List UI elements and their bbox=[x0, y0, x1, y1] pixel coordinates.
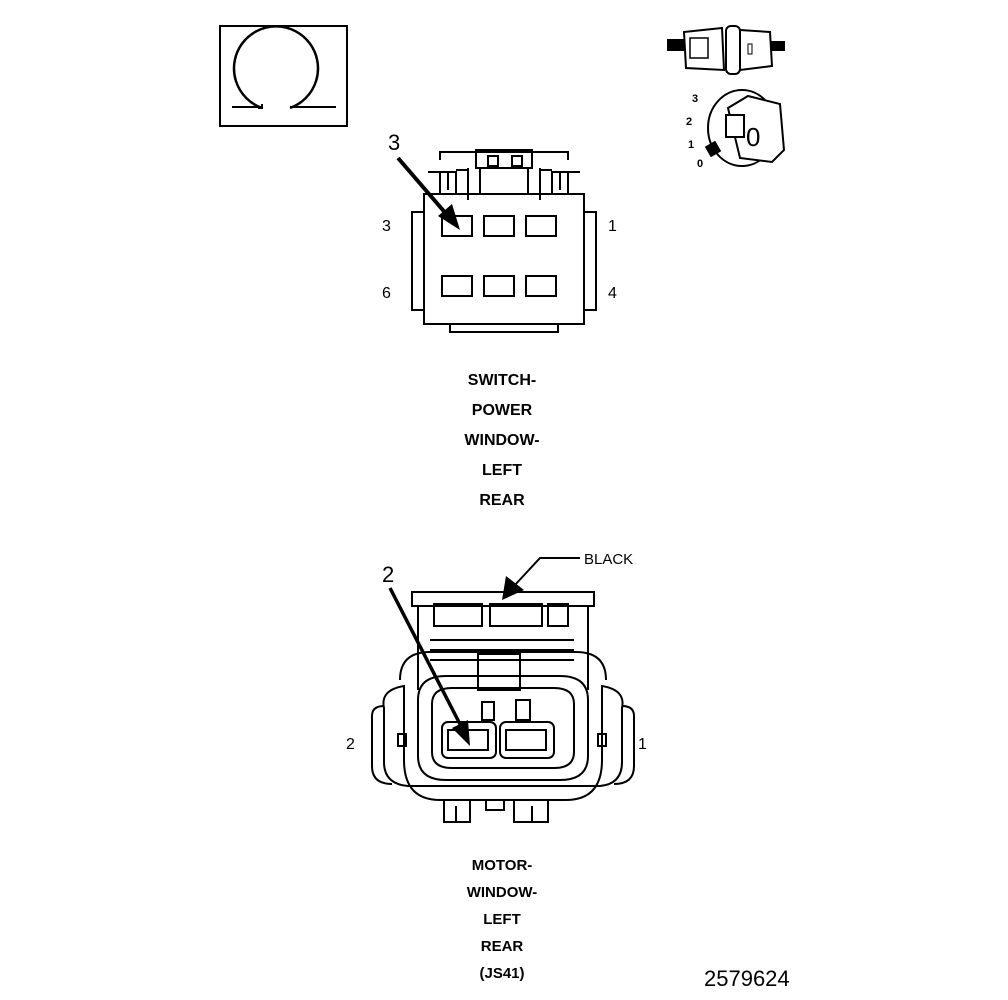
switch-title-line-1: SWITCH- bbox=[467, 372, 537, 389]
color-label-black: BLACK bbox=[584, 551, 634, 568]
callout-3-label: 3 bbox=[388, 130, 401, 155]
pin-label-4: 4 bbox=[608, 285, 617, 302]
motor-title-line-4: REAR bbox=[480, 938, 524, 955]
color-leader-arrow bbox=[502, 557, 580, 600]
switch-title-line-5: REAR bbox=[479, 492, 525, 509]
key-position-0: 0 bbox=[697, 158, 703, 170]
document-number: 2579624 bbox=[704, 966, 790, 991]
switch-connector bbox=[411, 149, 597, 333]
pin-label-2: 2 bbox=[346, 736, 355, 753]
motor-connector bbox=[371, 591, 635, 823]
motor-title-line-3: LEFT bbox=[483, 911, 521, 928]
motor-title-line-1: MOTOR- bbox=[471, 857, 533, 874]
switch-title-line-2: POWER bbox=[471, 402, 533, 419]
callout-arrow-2 bbox=[388, 587, 470, 746]
pin-label-3: 3 bbox=[382, 218, 391, 235]
ignition-key-icon bbox=[704, 89, 786, 167]
key-position-3: 3 bbox=[692, 93, 698, 105]
key-position-2: 2 bbox=[686, 116, 692, 128]
pin-label-1-motor: 1 bbox=[638, 736, 647, 753]
switch-connector-title: SWITCH- POWER WINDOW- LEFT REAR bbox=[420, 366, 584, 516]
callout-2-label: 2 bbox=[382, 562, 395, 587]
switch-title-line-4: LEFT bbox=[482, 462, 522, 479]
connector-plug-icon bbox=[667, 25, 785, 75]
key-glyph: 0 bbox=[746, 122, 760, 152]
motor-title-line-5: (JS41) bbox=[479, 965, 525, 982]
ohmmeter-icon bbox=[219, 25, 348, 127]
switch-title-line-3: WINDOW- bbox=[464, 432, 540, 449]
motor-connector-title: MOTOR- WINDOW- LEFT REAR (JS41) bbox=[420, 852, 584, 987]
motor-title-line-2: WINDOW- bbox=[466, 884, 538, 901]
key-position-1: 1 bbox=[688, 139, 694, 151]
pin-label-6: 6 bbox=[382, 285, 391, 302]
pin-label-1: 1 bbox=[608, 218, 617, 235]
callout-arrow-3 bbox=[396, 156, 460, 230]
